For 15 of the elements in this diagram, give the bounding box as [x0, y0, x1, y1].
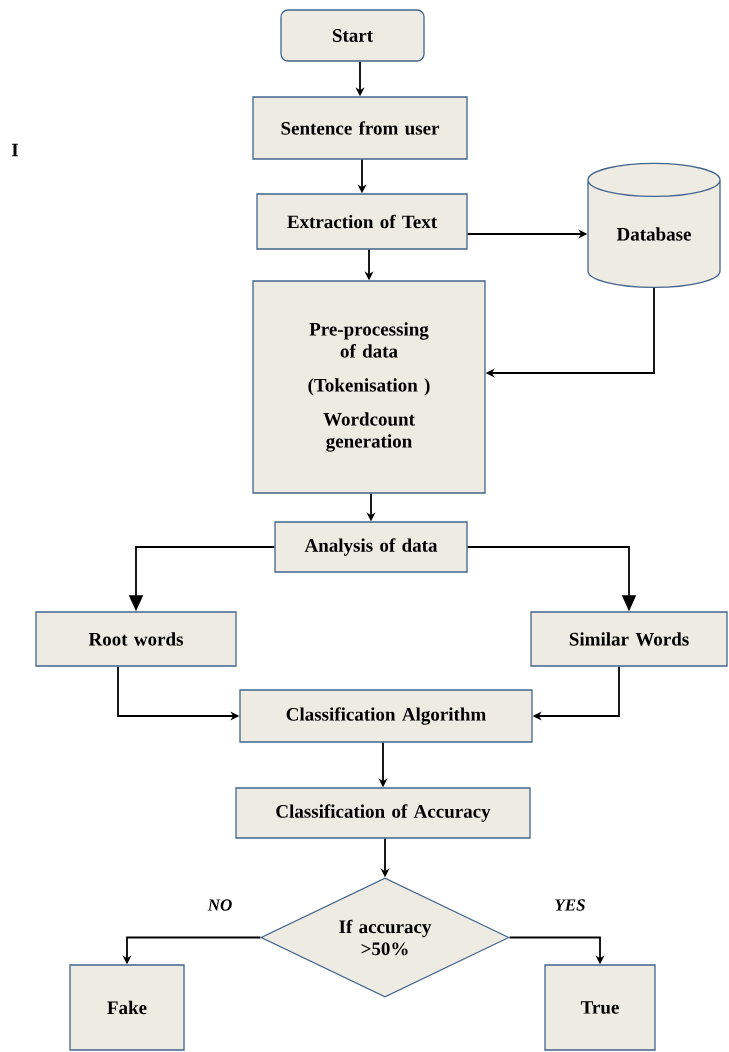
- process-box: Pre-processing of data (Tokenisation ) Wordcount generation: [252, 280, 486, 494]
- process-box: Analysis of data: [274, 521, 468, 573]
- process-box: Extraction of Text: [256, 193, 468, 250]
- process-box: Classification of Accuracy: [235, 787, 531, 839]
- result-box: True: [544, 964, 656, 1051]
- stray-mark: I: [11, 143, 19, 157]
- database-cylinder: Database: [587, 162, 721, 289]
- edge-label: NO: [207, 899, 232, 911]
- process-box: Root words: [35, 611, 237, 667]
- result-box: Fake: [69, 964, 185, 1051]
- process-box: Classification Algorithm: [239, 689, 533, 743]
- process-box: Sentence from user: [252, 96, 468, 160]
- start-box: Start: [280, 9, 425, 62]
- process-box: Similar Words: [530, 611, 728, 667]
- edge-label: YES: [555, 899, 585, 911]
